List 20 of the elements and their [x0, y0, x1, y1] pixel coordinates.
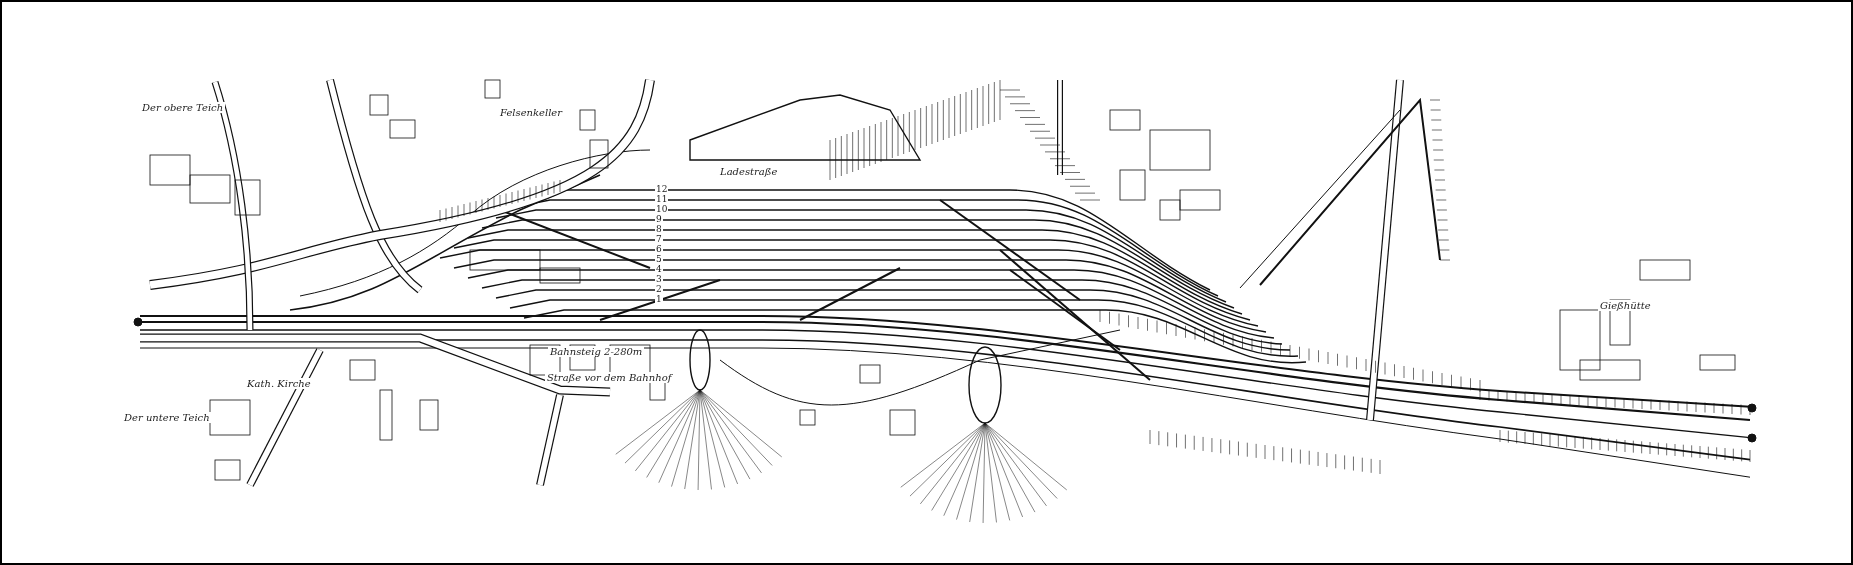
track-number: 9 [655, 215, 663, 224]
track-number: 11 [655, 195, 669, 204]
building-name: Kath. Kirche [245, 378, 313, 389]
track-number: 12 [655, 185, 669, 194]
platform-name: Bahnsteig 2-280m [548, 346, 645, 357]
place-name: Der untere Teich [122, 412, 212, 423]
track-number: 10 [655, 205, 669, 214]
street-name: Ladestraße [718, 166, 780, 177]
street-name: Straße vor dem Bahnhof [545, 372, 674, 383]
track-number: 5 [655, 255, 663, 264]
place-name: Felsenkeller [498, 107, 565, 118]
track-number: 8 [655, 225, 663, 234]
track-number: 1 [655, 295, 663, 304]
track-number: 4 [655, 265, 663, 274]
track-number: 2 [655, 285, 663, 294]
track-number: 7 [655, 235, 663, 244]
track-number: 3 [655, 275, 663, 284]
place-name: Der obere Teich [140, 102, 226, 113]
building-name: Gießhütte [1598, 300, 1653, 311]
track-number: 6 [655, 245, 663, 254]
